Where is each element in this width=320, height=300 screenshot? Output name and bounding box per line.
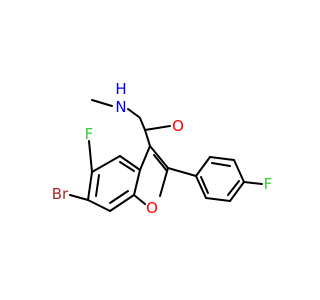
bond [209,156,235,161]
bond [87,171,93,201]
bond [139,117,146,131]
bond [109,194,135,212]
molecule-diagram: Br F F O O N H [52,80,273,217]
bond [91,155,121,173]
bromine-atom-label: Br [52,185,69,203]
bond [127,108,140,118]
bond [195,156,211,177]
bond-lines [69,99,263,212]
amide-hydrogen-atom-label: H [115,80,126,98]
bond [205,197,231,202]
bond [109,190,129,204]
fluorine-phenyl-atom-label: F [264,175,273,193]
bond [159,167,169,197]
bond [88,140,93,173]
bond [95,174,100,197]
bond [87,199,111,212]
bond [229,181,245,202]
bond [119,161,135,172]
bond [233,159,245,183]
bond [243,181,263,185]
bond [153,154,168,172]
atom-labels: Br F F O O N H [52,80,273,217]
furan-oxygen-atom-label: O [146,199,158,217]
carbonyl-oxygen-atom-label: O [172,117,184,135]
fluorine-atom-label: F [85,125,94,143]
bond [200,176,209,194]
bond [144,129,151,147]
bond [167,167,197,177]
bond [139,145,151,171]
bond [149,145,169,169]
bond [119,155,141,171]
nitrogen-atom-label: N [115,98,126,116]
bond [144,125,171,131]
molecule-structure-canvas: Br F F O O N H [51,80,273,217]
bond [91,99,113,107]
bond [227,180,240,196]
bond [211,162,231,167]
bond [133,169,141,196]
bond [133,194,146,205]
bond [69,194,89,201]
bond [195,175,207,199]
